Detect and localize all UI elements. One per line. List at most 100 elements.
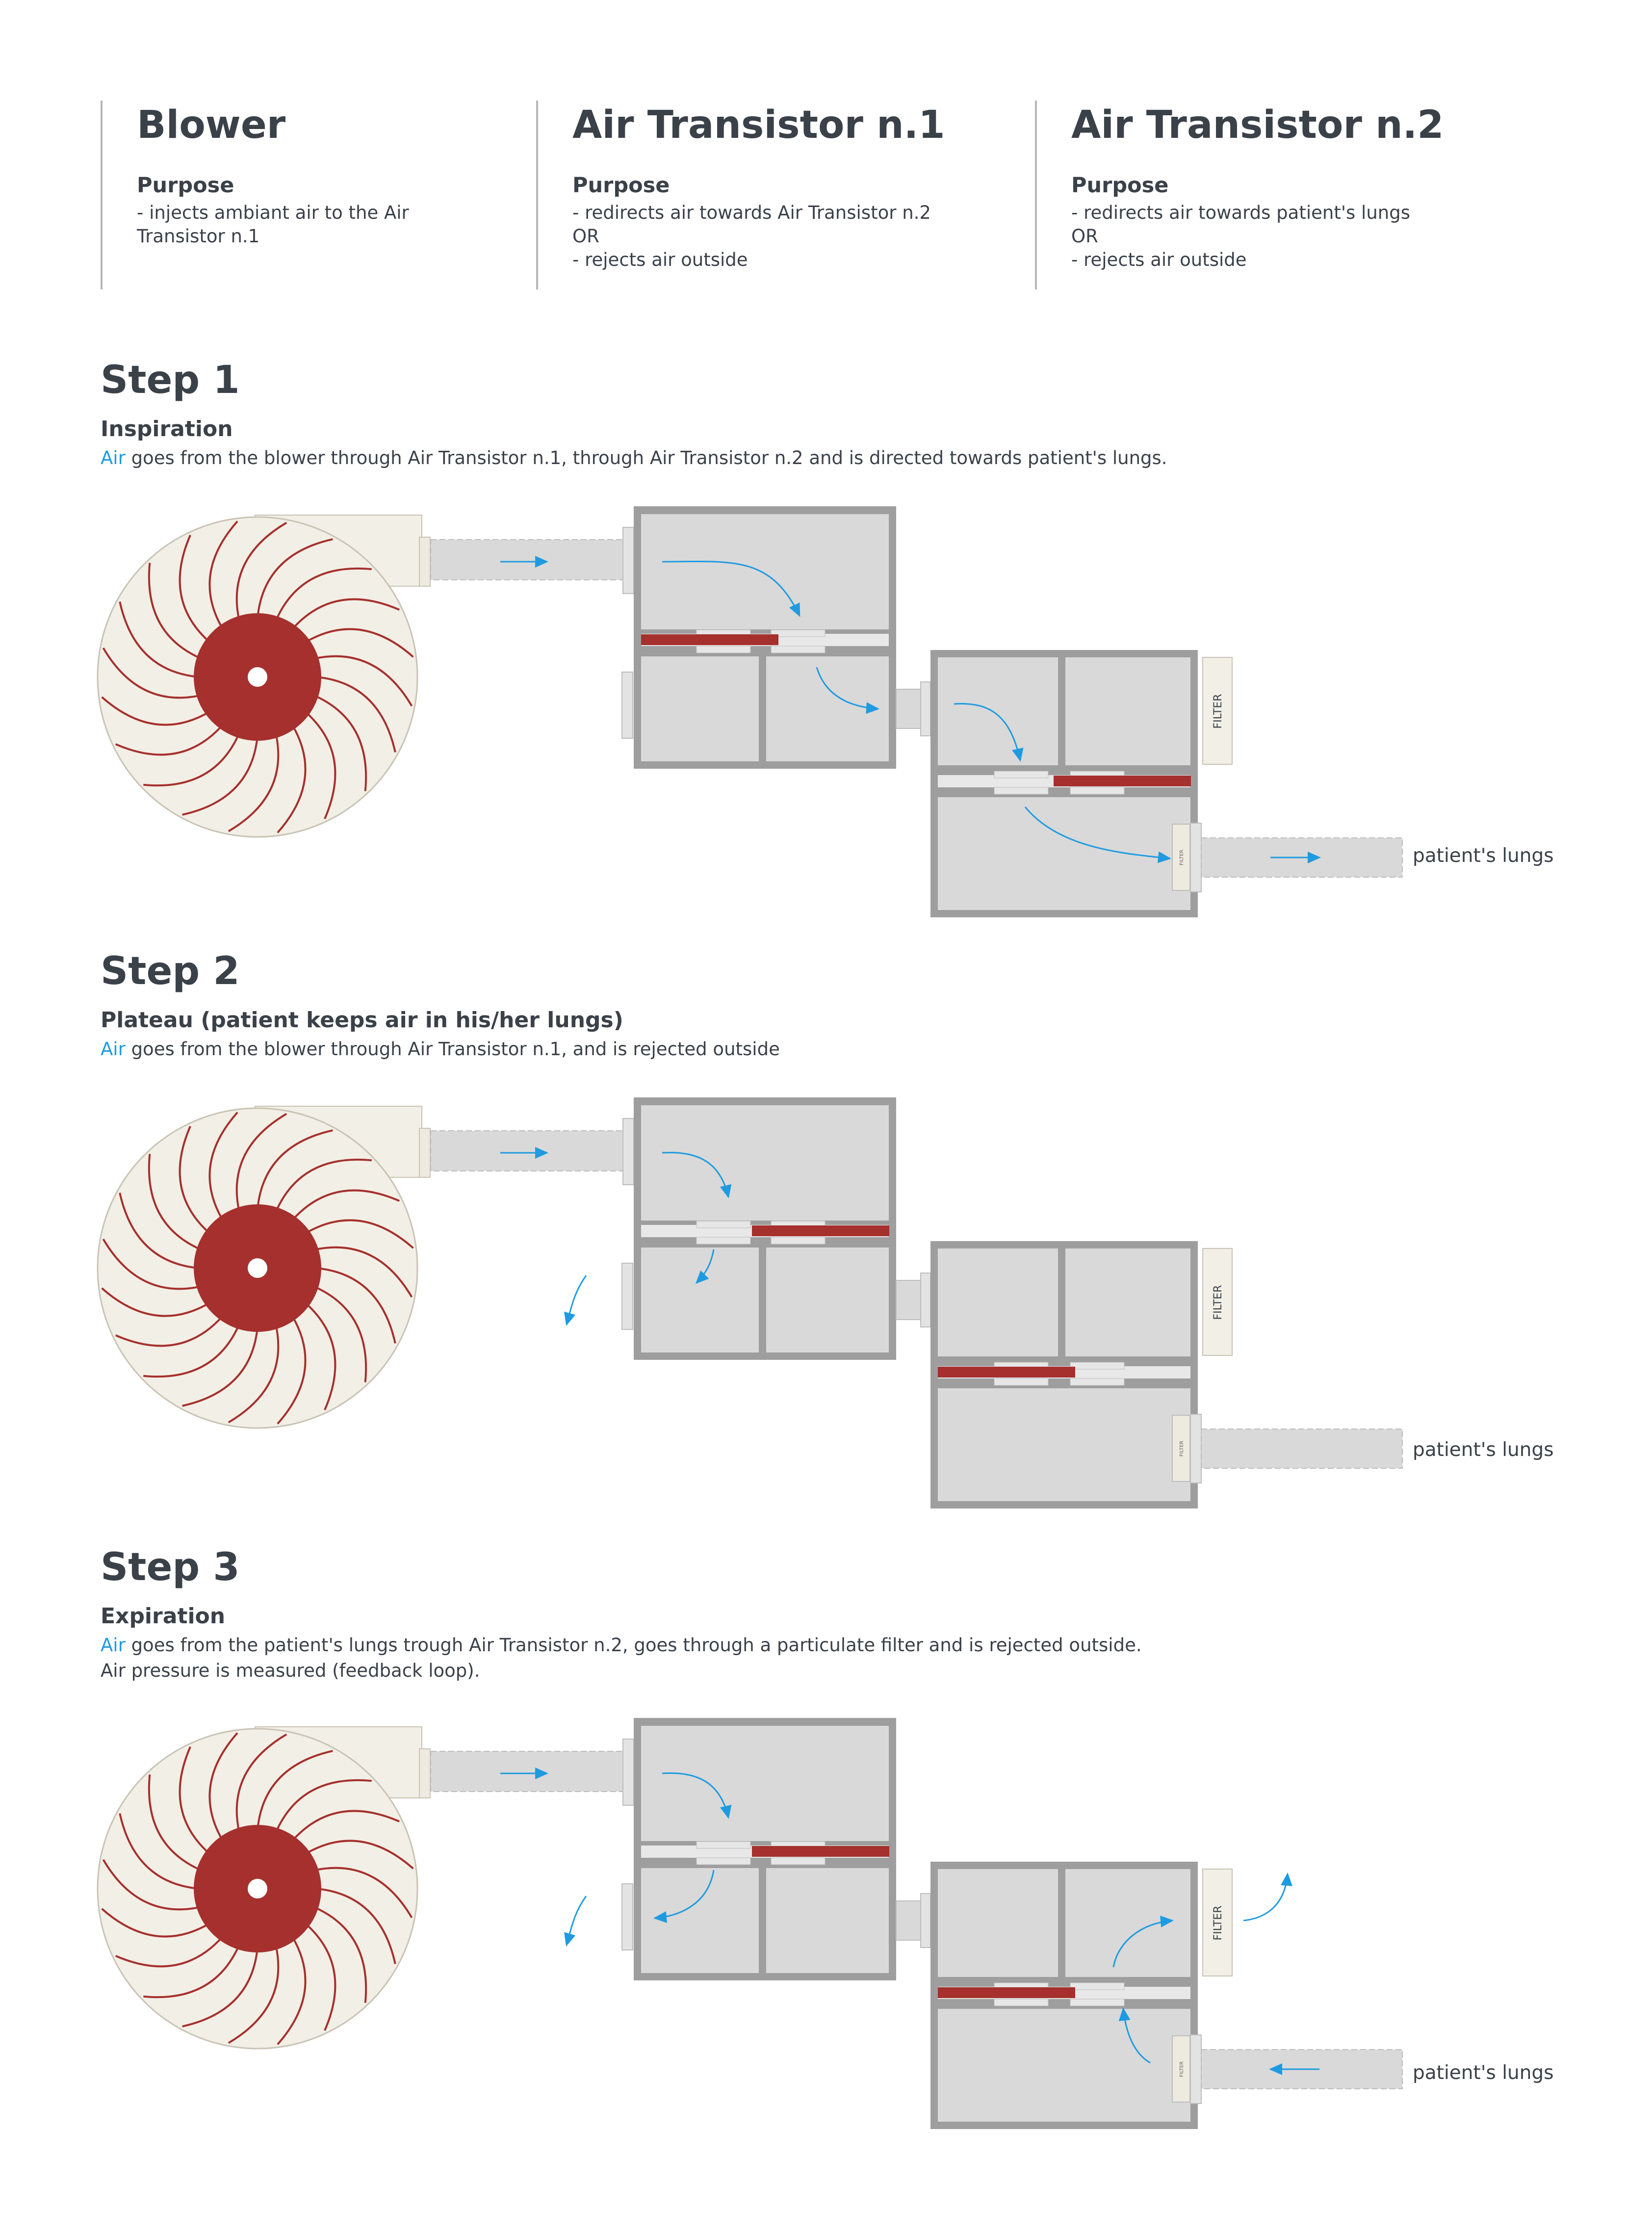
air-flow-arrow (816, 667, 879, 714)
lungs-outlet-flange (1190, 2034, 1202, 2104)
step-text: Air goes from the blower through Air Tra… (101, 1037, 780, 1062)
lower-right-chamber (766, 1868, 889, 1973)
blower-blade (316, 1267, 396, 1344)
blower-blade (208, 520, 238, 630)
outside-outlet-flange (621, 672, 633, 739)
upper-right-chamber (1065, 1869, 1190, 1977)
blower-blade (115, 1935, 224, 1968)
pressure-filter-label: FILTER (1179, 2061, 1185, 2077)
inlet-flange (622, 1118, 634, 1185)
particulate-filter (1202, 1248, 1233, 1356)
step-1-diagram: FILTER FILTER (97, 506, 1403, 917)
blower-blade (101, 1908, 210, 1938)
air-transistor-1-title: Air Transistor n.1 (572, 103, 945, 147)
filter-label: FILTER (1212, 1285, 1224, 1320)
inlet-flange (622, 527, 634, 594)
air-flow-arrow (1112, 1916, 1174, 1968)
step-sentence: goes from the blower through Air Transis… (125, 447, 1167, 468)
blower-blade (313, 1246, 413, 1298)
valve-seat (994, 787, 1049, 795)
transistor-2-valve (938, 1987, 1075, 1998)
particulate-filter (1202, 1869, 1233, 1976)
valve-seat (771, 1857, 826, 1865)
connector-pipe (896, 689, 921, 729)
blower-blade (235, 521, 287, 622)
outside-outlet-flange (621, 1883, 633, 1950)
blower-blade (313, 1285, 367, 1382)
step-text-2: Air pressure is measured (feedback loop)… (101, 1660, 480, 1681)
blower-blade (115, 1315, 224, 1347)
blower-blade (179, 1746, 211, 1855)
valve-seat (696, 1221, 751, 1228)
blower-blade (316, 1888, 396, 1964)
blower-pipe (430, 1751, 627, 1792)
connector-flange (920, 1893, 931, 1948)
valve-seat (1070, 1982, 1125, 1990)
step-2-header: Step 2 Plateau (patient keeps air in his… (101, 949, 780, 1062)
valve-seat (771, 629, 826, 637)
blower-title: Blower (137, 103, 286, 147)
patient-lungs-label: patient's lungs (1413, 2062, 1554, 2084)
upper-chamber (641, 514, 889, 629)
blower-axle (248, 1258, 267, 1278)
blower-blade (102, 1238, 202, 1290)
blower-blade (101, 696, 210, 726)
connector-pipe (896, 1280, 921, 1320)
blower-blade (305, 1219, 414, 1249)
blower-blade (305, 1840, 414, 1870)
blower-blade (101, 1287, 210, 1317)
air-flow-arrow (662, 1772, 732, 1819)
valve-seat (696, 1857, 751, 1865)
blower-blade (304, 711, 336, 819)
blower-purpose-label: Purpose (137, 173, 234, 198)
blower-blade (148, 563, 202, 660)
step-sentence: goes from the blower through Air Transis… (125, 1039, 780, 1060)
air-word: Air (101, 1039, 126, 1060)
step-sentence: goes from the patient's lungs trough Air… (125, 1635, 1142, 1656)
pressure-sensor-filter (1172, 824, 1190, 891)
blower-blade (275, 1779, 372, 1833)
pressure-filter-label: FILTER (1179, 1441, 1185, 1456)
pressure-filter-label: FILTER (1179, 850, 1185, 865)
air-flow-arrow (954, 702, 1024, 762)
air-flow-arrow (1024, 806, 1171, 863)
blower-blade (313, 1867, 413, 1919)
lungs-pipe (1201, 1429, 1403, 1469)
air-flow-arrow (564, 1275, 587, 1326)
blower-blade (143, 732, 240, 787)
blower-blade (119, 1813, 199, 1890)
connector-pipe (896, 1900, 921, 1941)
air-transistor-1-column: Air Transistor n.1 Purpose - redirects a… (536, 101, 945, 289)
blower-axle (248, 667, 267, 687)
blower-blade (102, 1859, 202, 1911)
air-flow-arrow (564, 1896, 587, 1947)
air-transistor-1-description: - redirects air towards Air Transistor n… (572, 202, 931, 270)
blower-blade (313, 694, 367, 791)
air-flow-arrow (695, 1249, 715, 1284)
lungs-outlet-flange (1190, 1414, 1202, 1483)
air-flow-arrow (662, 560, 800, 617)
blower-pipe (430, 1130, 627, 1171)
blower (97, 1726, 627, 2050)
blower-outlet-flange (419, 1128, 431, 1178)
filter-label: FILTER (1212, 694, 1224, 729)
blower-blade (313, 1906, 367, 2003)
blower-blade (291, 1810, 400, 1842)
patient-lungs-label: patient's lungs (1413, 1439, 1554, 1461)
blower-blade (275, 1158, 372, 1213)
transistor-2-valve (938, 1367, 1075, 1377)
valve-seat (696, 646, 751, 653)
blower-blade (305, 628, 414, 658)
transistor-1-valve (641, 634, 778, 645)
transistor-1-valve (752, 1846, 889, 1857)
blower-column: Blower Purpose - injects ambiant air to … (101, 101, 409, 289)
valve-seat (696, 1841, 751, 1849)
valve-seat (771, 1237, 826, 1245)
blower-blade (277, 1936, 307, 2045)
blower-blade (228, 1944, 280, 2044)
blower-blade (304, 1302, 336, 1410)
blower-blade (275, 567, 372, 622)
air-transistor-1 (621, 1718, 931, 1980)
air-flow-arrow (1243, 1872, 1292, 1922)
